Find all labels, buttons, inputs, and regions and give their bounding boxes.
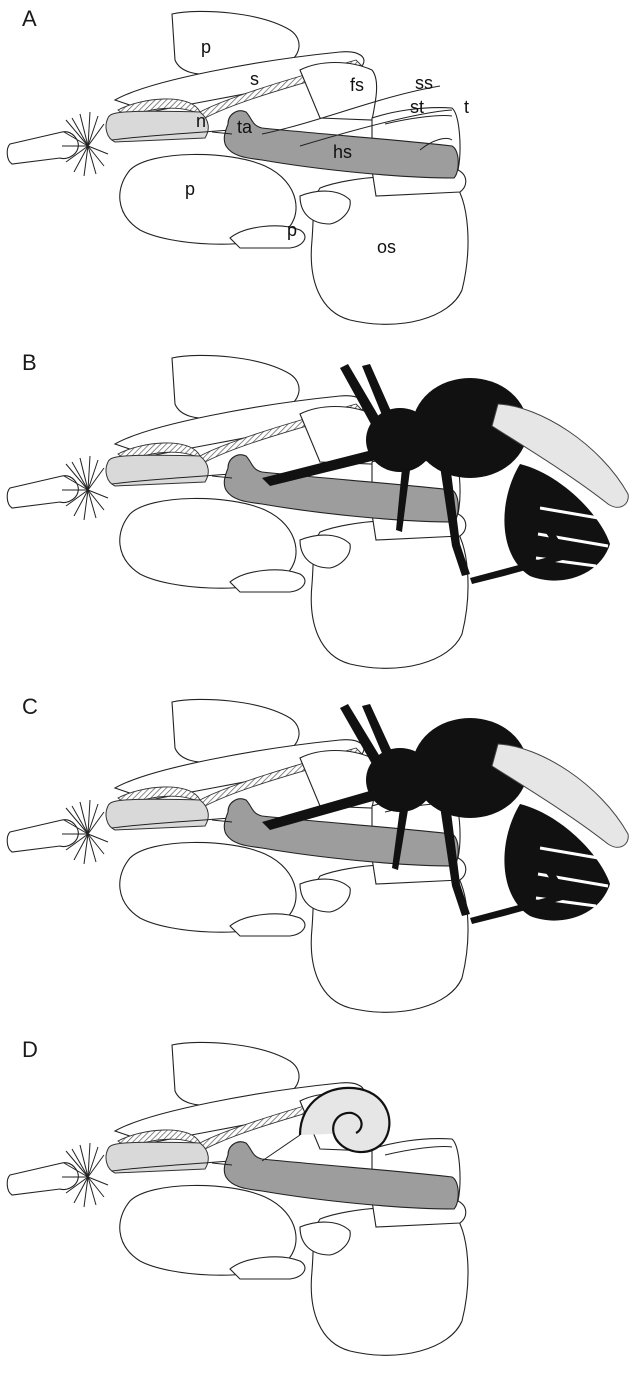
label-t: t [464,98,469,116]
panel-d: D [0,1031,633,1375]
label-p-small: p [287,221,297,239]
label-hs: hs [333,143,352,161]
panel-letter: D [22,1037,38,1063]
panel-letter: C [22,694,38,720]
label-st: st [410,98,424,116]
label-p-top: p [201,38,211,56]
label-ss: ss [415,74,433,92]
panel-b: B [0,344,633,688]
panel-letter: A [22,6,37,32]
label-ta: ta [237,118,252,136]
label-s: s [250,70,259,88]
flower-drawing [0,0,633,344]
panel-letter: B [22,350,37,376]
flower-with-bee-drawing [0,344,633,688]
flower-with-bee-drawing [0,688,633,1032]
label-n: n [196,112,206,130]
label-p-mid: p [185,180,195,198]
flower-coiled-style-drawing [0,1031,633,1375]
label-fs: fs [350,76,364,94]
label-os: os [377,238,396,256]
panel-a: A p s fs ss st t n ta hs p p os [0,0,633,344]
panel-c: C [0,688,633,1032]
